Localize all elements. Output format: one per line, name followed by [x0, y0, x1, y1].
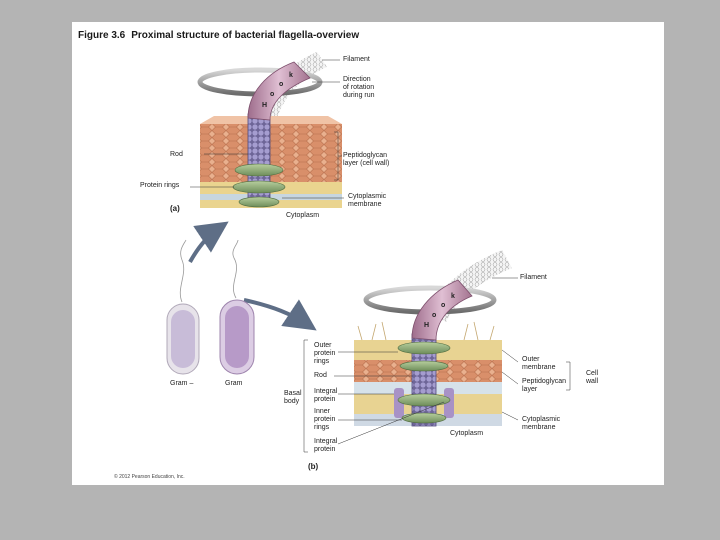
slide: Figure 3.6 Proximal structure of bacteria… — [72, 22, 664, 485]
label-b-rod: Rod — [314, 372, 327, 379]
hook-b-letter-2: o — [432, 312, 437, 319]
panel-b-art — [303, 250, 571, 453]
hook-a-letter-1: H — [262, 102, 268, 109]
hook-a-letter-2: o — [270, 91, 275, 98]
label-a-cytoplasm: Cytoplasm — [286, 212, 320, 219]
hook-a-letter-3: o — [279, 81, 284, 88]
panel-a-art — [190, 52, 344, 208]
flagella-illustration — [166, 52, 571, 453]
label-a-filament: Filament — [343, 56, 370, 63]
label-gram-negative: Gram – — [170, 380, 194, 387]
figure-title: Figure 3.6 Proximal structure of bacteria… — [78, 30, 359, 41]
label-b-cyto-membrane: Cytoplasmic membrane — [522, 416, 561, 431]
label-b-outer-membrane: Outer membrane — [522, 356, 556, 371]
label-b-integral-protein: Integral protein — [314, 388, 338, 403]
hook-b-letter-4: k — [451, 293, 455, 300]
label-a-protein-rings: Protein rings — [140, 182, 180, 189]
panel-a-label: (a) — [170, 204, 180, 213]
label-b-cytoplasm: Cytoplasm — [450, 430, 484, 437]
hook-a-letter-4: k — [289, 72, 293, 79]
label-b-integral-protein-2: Integral protein — [314, 438, 338, 453]
cells-art — [166, 239, 255, 375]
label-b-cell-wall: Cell wall — [586, 370, 599, 385]
copyright: © 2012 Pearson Education, Inc. — [114, 474, 185, 480]
label-b-inner-protein-rings: Inner protein rings — [314, 408, 336, 431]
label-a-cyto-membrane: Cytoplasmic membrane — [348, 193, 387, 208]
label-b-outer-protein-rings: Outer protein rings — [314, 342, 336, 365]
panel-b-label: (b) — [308, 462, 319, 471]
label-a-rod: Rod — [170, 151, 183, 158]
label-a-peptidoglycan: Peptidoglycan layer (cell wall) — [343, 152, 390, 167]
hook-b-letter-1: H — [424, 322, 430, 329]
hook-b-letter-3: o — [441, 302, 446, 309]
label-b-filament: Filament — [520, 274, 547, 281]
figure-number: Figure 3.6 — [78, 30, 126, 41]
label-a-direction: Direction of rotation during run — [343, 76, 375, 99]
label-b-peptidoglycan: Peptidoglycan layer — [522, 378, 566, 393]
label-gram-positive: Gram — [225, 380, 243, 387]
label-b-basal-body: Basal body — [284, 390, 302, 405]
figure-title-text: Proximal structure of bacterial flagella… — [131, 30, 360, 41]
arrows — [188, 221, 317, 331]
